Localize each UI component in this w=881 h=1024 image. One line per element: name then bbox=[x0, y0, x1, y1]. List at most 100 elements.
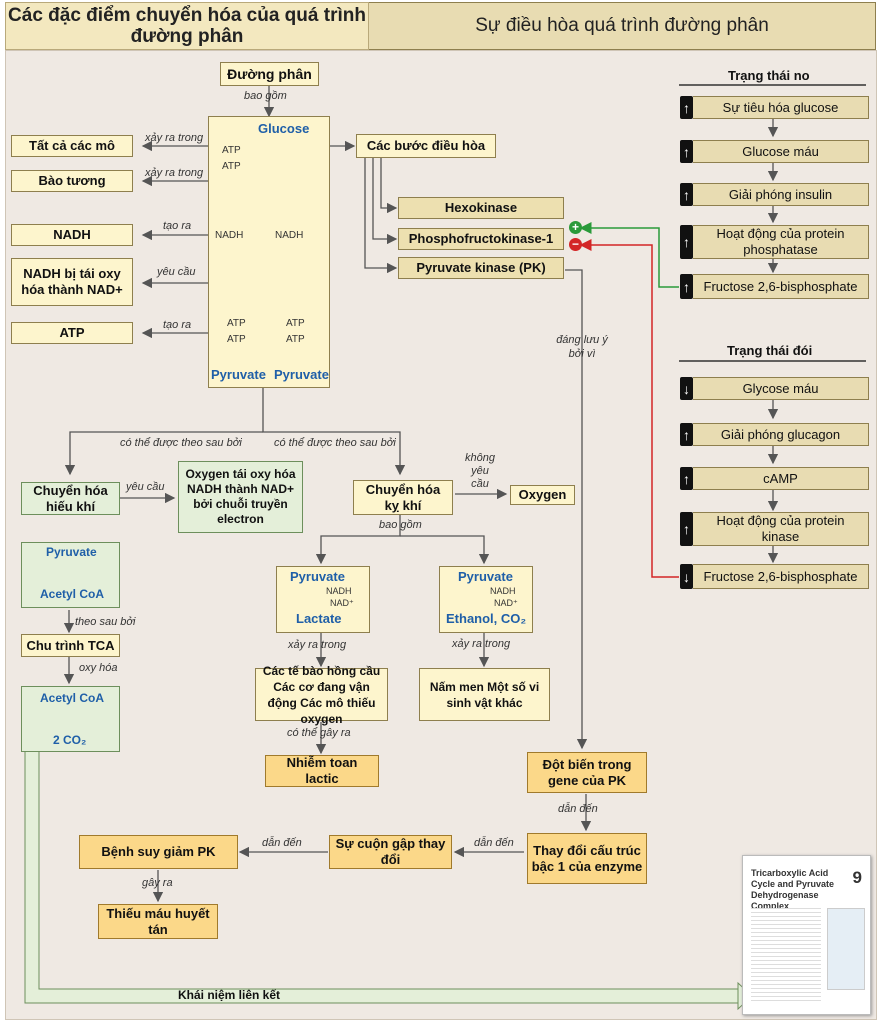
leads-to-label-2: dẫn đến bbox=[474, 837, 514, 849]
lactate-label: Lactate bbox=[296, 611, 342, 626]
lactic-acidosis: Nhiễm toan lactic bbox=[265, 755, 379, 787]
ethanol-occurs-label: xảy ra trong bbox=[452, 638, 511, 650]
down-arrow-icon: ↓ bbox=[680, 377, 693, 400]
pfk1-box: Phosphofructokinase-1 bbox=[398, 228, 564, 250]
leads-to-label-3: dẫn đến bbox=[262, 837, 302, 849]
fasting-state-title: Trạng thái đói bbox=[727, 343, 813, 358]
lactate-box bbox=[276, 566, 370, 633]
fasting-item-2: Giải phóng glucagon bbox=[693, 423, 869, 446]
down-arrow-icon: ↓ bbox=[680, 564, 693, 589]
then-label: theo sau bởi bbox=[75, 616, 136, 628]
left-header: Các đặc điểm chuyển hóa của quá trình đư… bbox=[5, 2, 369, 50]
nadh-out-1: NADH bbox=[215, 230, 244, 241]
fasting-item-5: Fructose 2,6-bisphosphate bbox=[693, 564, 869, 589]
up-arrow-icon: ↑ bbox=[680, 467, 693, 490]
pk-deficiency: Bệnh suy giảm PK bbox=[79, 835, 238, 869]
fed-item-2: Glucose máu bbox=[693, 140, 869, 163]
aerobic-requires-label: yêu cầu bbox=[126, 481, 165, 493]
tca-cycle: Chu trình TCA bbox=[21, 634, 120, 657]
activation-plus-icon: + bbox=[569, 221, 582, 234]
chapter-number: 9 bbox=[852, 868, 862, 887]
hemolytic-anemia: Thiếu máu huyết tán bbox=[98, 904, 218, 939]
primary-structure-change: Thay đổi cấu trúc bậc 1 của enzyme bbox=[527, 833, 647, 884]
chapter-thumbnail[interactable]: Tricarboxylic Acid Cycle and Pyruvate De… bbox=[742, 855, 871, 1015]
up-arrow-icon: ↑ bbox=[680, 512, 693, 546]
anaerobic-metabolism: Chuyển hóa kỵ khí bbox=[353, 480, 453, 515]
fed-item-1: Sự tiêu hóa glucose bbox=[693, 96, 869, 119]
followed-by-label-1: có thể được theo sau bởi bbox=[120, 437, 242, 449]
up-arrow-icon: ↑ bbox=[680, 96, 693, 119]
atp-out-2: ATP bbox=[227, 334, 246, 345]
altered-folding: Sự cuộn gập thay đổi bbox=[329, 835, 452, 869]
acetyl-coa-2: Acetyl CoA bbox=[40, 691, 105, 705]
feature-nadh-reoxidized: NADH bị tái oxy hóa thành NAD+ bbox=[11, 258, 133, 306]
acetyl-to-co2-box bbox=[21, 686, 120, 752]
up-arrow-icon: ↑ bbox=[680, 225, 693, 259]
lactate-pyruvate: Pyruvate bbox=[290, 569, 345, 584]
fed-item-4: Hoạt động của protein phosphatase bbox=[693, 225, 869, 259]
co2-label: 2 CO₂ bbox=[53, 733, 87, 747]
lactate-nad: NAD⁺ bbox=[330, 598, 354, 608]
fed-item-3: Giải phóng insulin bbox=[693, 183, 869, 206]
aerobic-acetyl-coa: Acetyl CoA bbox=[40, 587, 105, 601]
ethanol-box bbox=[439, 566, 533, 633]
pyruvate-2: Pyruvate bbox=[274, 367, 329, 382]
feature-all-tissues: Tất cả các mô bbox=[11, 135, 133, 157]
feature-label-3: tạo ra bbox=[163, 220, 192, 232]
glycolysis-title: Đường phân bbox=[220, 62, 319, 86]
up-arrow-icon: ↑ bbox=[680, 423, 693, 446]
note-label: đáng lưu ý bởi vì bbox=[556, 334, 608, 360]
right-header: Sự điều hòa quá trình đường phân bbox=[369, 2, 876, 50]
ethanol-pyruvate: Pyruvate bbox=[458, 569, 513, 584]
inhibition-minus-icon: − bbox=[569, 238, 582, 251]
hexokinase-box: Hexokinase bbox=[398, 197, 564, 219]
aerobic-metabolism: Chuyển hóa hiếu khí bbox=[21, 482, 120, 515]
atp-out-3: ATP bbox=[286, 318, 305, 329]
up-arrow-icon: ↑ bbox=[680, 140, 693, 163]
ethanol-nad: NAD⁺ bbox=[494, 598, 518, 608]
lactate-nadh: NADH bbox=[326, 586, 352, 596]
causes-label: gây ra bbox=[142, 877, 173, 889]
nadh-out-2: NADH bbox=[275, 230, 304, 241]
feature-label-2: xảy ra trong bbox=[145, 167, 204, 179]
link-concept-label: Khái niệm liên kết bbox=[178, 988, 281, 1002]
oxygen-reoxidizes-box: Oxygen tái oxy hóa NADH thành NAD+ bởi c… bbox=[178, 461, 303, 533]
feature-nadh: NADH bbox=[11, 224, 133, 246]
glucose-label: Glucose bbox=[258, 121, 310, 136]
ethanol-nadh: NADH bbox=[490, 586, 516, 596]
up-arrow-icon: ↑ bbox=[680, 183, 693, 206]
fasting-item-4: Hoạt động của protein kinase bbox=[693, 512, 869, 546]
ethanol-label: Ethanol, CO₂ bbox=[446, 611, 527, 626]
atp-out-1: ATP bbox=[227, 318, 246, 329]
atp-out-4: ATP bbox=[286, 334, 305, 345]
oxygen-box: Oxygen bbox=[510, 485, 575, 505]
ethanol-sites: Nấm men Một số vi sinh vật khác bbox=[419, 668, 550, 721]
pyruvate-to-acetyl-box bbox=[21, 542, 120, 608]
glycolysis-pathway-box bbox=[208, 116, 330, 388]
feature-atp: ATP bbox=[11, 322, 133, 344]
feature-label-1: xảy ra trong bbox=[145, 132, 204, 144]
fasting-item-3: cAMP bbox=[693, 467, 869, 490]
feature-label-5: tạo ra bbox=[163, 319, 192, 331]
atp-in-1: ATP bbox=[222, 145, 241, 156]
pyruvate-kinase-box: Pyruvate kinase (PK) bbox=[398, 257, 564, 279]
fed-state-title: Trạng thái no bbox=[728, 68, 810, 83]
aerobic-pyruvate: Pyruvate bbox=[46, 545, 97, 559]
regulation-steps: Các bước điều hòa bbox=[356, 134, 496, 158]
followed-by-label-2: có thể được theo sau bởi bbox=[274, 437, 396, 449]
lactate-sites: Các tế bào hồng cầu Các cơ đang vận động… bbox=[255, 664, 388, 726]
page-text-lines bbox=[751, 908, 821, 1003]
may-cause-label: có thể gây ra bbox=[287, 727, 351, 739]
oxidizes-label: oxy hóa bbox=[79, 662, 118, 674]
anaerobic-includes-label: bao gồm bbox=[379, 519, 422, 531]
page-figure-icon bbox=[827, 908, 865, 990]
leads-to-label-1: dẫn đến bbox=[558, 803, 598, 815]
no-requirement-label: không yêu cầu bbox=[465, 452, 495, 490]
feature-cytosol: Bào tương bbox=[11, 170, 133, 192]
feature-label-4: yêu cầu bbox=[157, 266, 196, 278]
up-arrow-icon: ↑ bbox=[680, 274, 693, 299]
atp-in-2: ATP bbox=[222, 161, 241, 172]
fed-item-5: Fructose 2,6-bisphosphate bbox=[693, 274, 869, 299]
